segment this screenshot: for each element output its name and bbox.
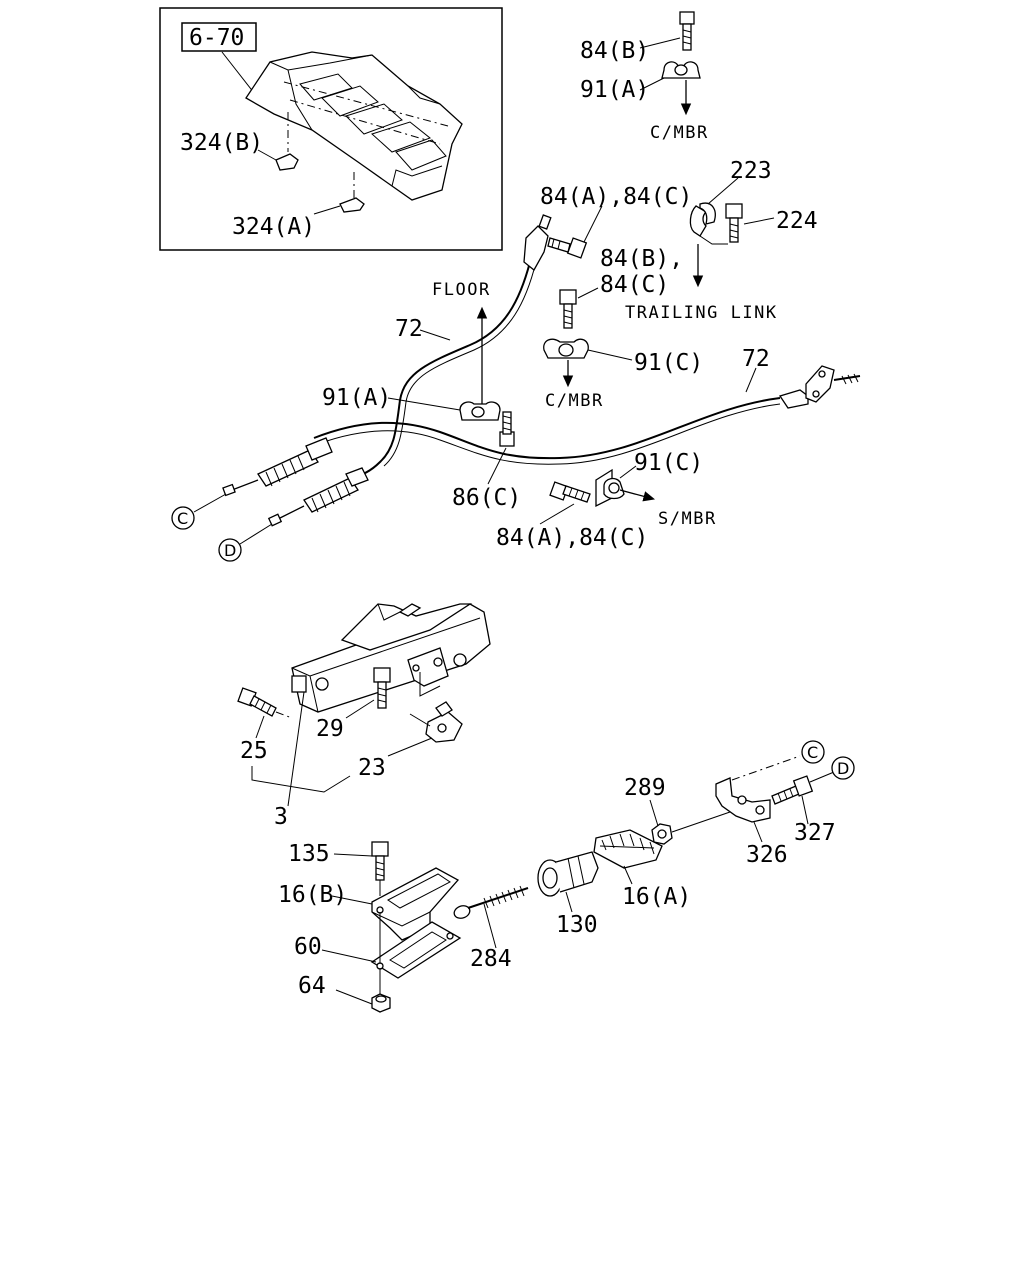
callout-135: 135 — [288, 841, 330, 867]
label-trailing-link: TRAILING LINK — [625, 303, 778, 323]
callout-3: 3 — [274, 804, 288, 830]
callout-29: 29 — [316, 716, 344, 742]
callout-23: 23 — [358, 755, 386, 781]
group-top-bracket: 84(B) 91(A) C/MBR — [580, 11, 709, 143]
connector-c-left: C — [171, 493, 227, 530]
callout-91a-mid: 91(A) — [322, 385, 391, 411]
callout-327: 327 — [794, 820, 836, 846]
bolt-84bc-mid — [559, 289, 577, 329]
switch-23 — [409, 701, 463, 743]
lever-assembly-3 — [291, 603, 491, 713]
callout-84b-top: 84(B) — [580, 38, 649, 64]
label-c-mbr-top: C/MBR — [650, 123, 709, 143]
callout-16b: 16(B) — [278, 882, 347, 908]
bolt-327 — [771, 771, 835, 805]
label-c-mbr-mid: C/MBR — [545, 391, 604, 411]
callout-224: 224 — [776, 208, 818, 234]
bolt-84b-top — [679, 11, 695, 51]
callout-324a: 324(A) — [232, 214, 315, 240]
label-s-mbr: S/MBR — [658, 509, 717, 529]
group-floor-clamp: FLOOR 91(A) — [322, 280, 501, 421]
callout-72-left: 72 — [395, 316, 423, 342]
callout-91c-mid: 91(C) — [634, 350, 703, 376]
bolt-84ac-top — [547, 237, 588, 259]
group-trailing-link: 223 224 TRAILING LINK — [625, 158, 818, 323]
callout-84ac-low: 84(A),84(C) — [496, 525, 648, 551]
callout-324b: 324(B) — [180, 130, 263, 156]
bolt-135 — [371, 841, 389, 896]
stud-86c: 86(C) — [452, 411, 521, 511]
callout-289: 289 — [624, 775, 666, 801]
clip-324b — [257, 149, 299, 171]
cable-end-c — [222, 437, 333, 497]
callout-64: 64 — [298, 973, 326, 999]
bolt-25 — [237, 687, 293, 719]
plate-60 — [370, 912, 462, 979]
inset-ref-box — [181, 22, 257, 52]
nut-64 — [371, 968, 391, 1013]
callout-60: 60 — [294, 934, 322, 960]
bolt-224 — [725, 203, 743, 243]
rod-continuation — [671, 811, 731, 833]
svg-text:D: D — [837, 759, 849, 778]
grommet-130 — [537, 851, 599, 897]
svg-text:D: D — [224, 541, 236, 560]
callout-91c-low: 91(C) — [634, 450, 703, 476]
bracket-line-23 — [251, 766, 351, 793]
callout-86c: 86(C) — [452, 485, 521, 511]
group-lower-bolts: 84(A),84(C) 91(C) S/MBR — [496, 450, 717, 551]
group-mid-bolts: 84(A),84(C) 84(B), 84(C) 91(C) C/MBR — [540, 184, 703, 411]
callout-284: 284 — [470, 946, 512, 972]
callout-16a: 16(A) — [622, 884, 691, 910]
bolt-84ac-low — [549, 481, 591, 503]
connector-d-right: D — [831, 756, 855, 780]
callout-72-right: 72 — [742, 346, 770, 372]
callout-223: 223 — [730, 158, 772, 184]
inset-panel: 6-70 324(B) 324(A) — [159, 7, 503, 251]
label-floor: FLOOR — [432, 280, 491, 300]
callout-130: 130 — [556, 912, 598, 938]
floor-cover-panel — [245, 51, 463, 201]
clamp-91a-top — [661, 61, 701, 79]
callout-84ac-top: 84(A),84(C) — [540, 184, 692, 210]
callout-91a-top: 91(A) — [580, 77, 649, 103]
inset-ref-label: 6-70 — [189, 25, 244, 51]
insulator-16a — [593, 829, 663, 869]
connector-c-right: C — [801, 740, 825, 764]
bracket-326 — [715, 755, 801, 823]
nut-289 — [651, 823, 673, 845]
clamp-223 — [689, 202, 728, 245]
cable-end-d — [267, 467, 369, 527]
callout-84c-mid: 84(C) — [600, 272, 669, 298]
svg-text:C: C — [177, 509, 188, 528]
bolt-29 — [373, 667, 391, 709]
cable-72-left — [349, 214, 552, 479]
callout-25: 25 — [240, 738, 268, 764]
cable-72-right — [313, 365, 861, 465]
clamp-91c-mid — [543, 338, 589, 359]
svg-text:C: C — [807, 743, 818, 762]
callout-84b-mid: 84(B), — [600, 246, 683, 272]
rod-284 — [453, 885, 529, 919]
connector-d-left: D — [218, 523, 273, 562]
clamp-91c-low — [595, 468, 625, 508]
callout-326: 326 — [746, 842, 788, 868]
clip-324a — [313, 197, 365, 215]
